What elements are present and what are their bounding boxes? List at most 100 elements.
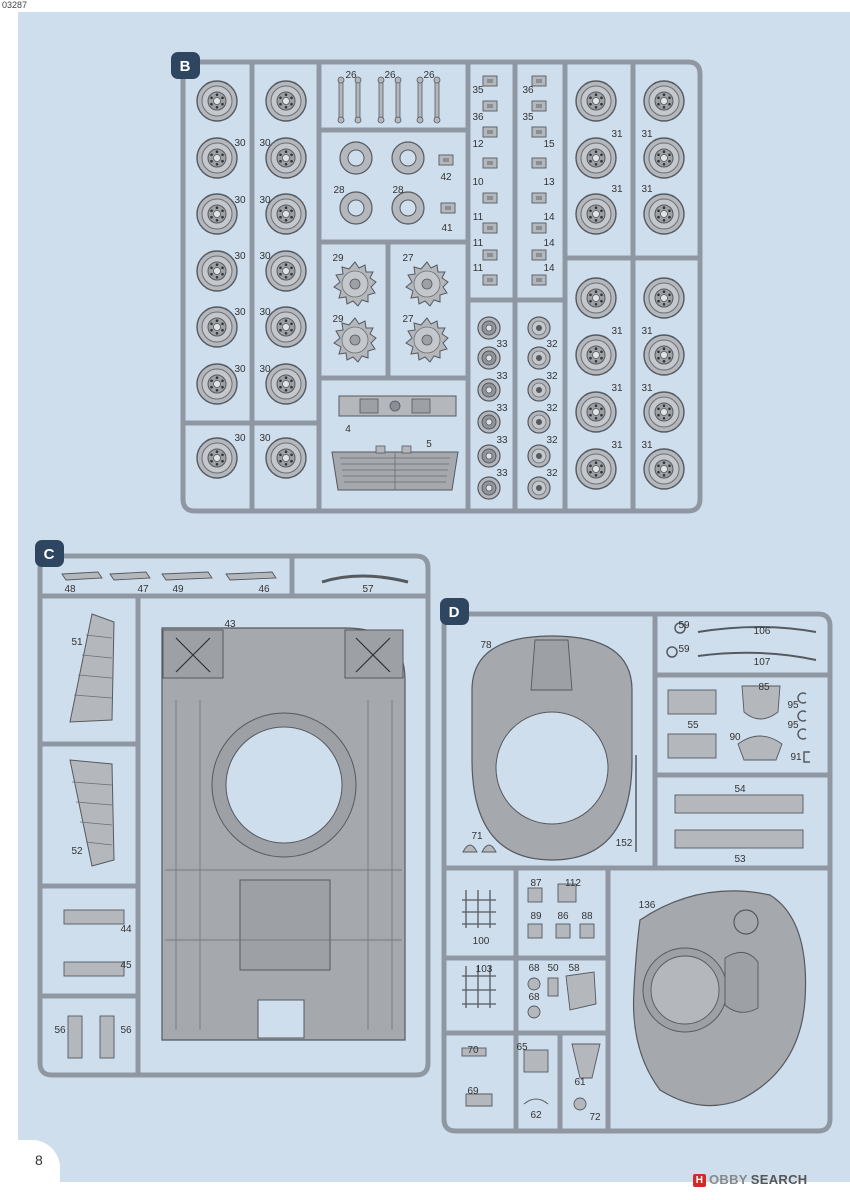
part-label: 41	[441, 223, 453, 234]
part-41	[440, 202, 456, 214]
part-label: 27	[402, 314, 414, 325]
wheel-30	[196, 363, 238, 405]
part-58	[565, 971, 597, 1011]
part-label: 33	[496, 403, 508, 414]
part-label: 33	[496, 435, 508, 446]
idler-32	[527, 444, 551, 468]
part-42	[438, 154, 454, 166]
part-label: 36	[522, 85, 534, 96]
part-label: 30	[259, 433, 271, 444]
part-46	[225, 571, 277, 581]
part-95	[797, 710, 807, 722]
part-label: 30	[234, 138, 246, 149]
part-label: 36	[472, 112, 484, 123]
part-label: 112	[565, 878, 581, 889]
part-71	[462, 844, 478, 853]
part-label: 42	[440, 172, 452, 183]
badge-b-label: B	[180, 58, 191, 75]
small-parts-left	[482, 75, 498, 286]
wheel-30	[265, 137, 307, 179]
ring-28	[391, 141, 425, 175]
part-72	[573, 1097, 587, 1111]
part-label: 106	[754, 626, 771, 637]
part-59	[674, 622, 686, 634]
hull-43	[161, 627, 406, 1041]
part-label: 87	[530, 878, 542, 889]
part-label: 13	[543, 177, 555, 188]
part-label: 44	[120, 924, 132, 935]
part-label: 33	[496, 339, 508, 350]
part-label: 61	[574, 1077, 586, 1088]
sprue-b: B	[171, 52, 703, 514]
part-label: 86	[557, 911, 569, 922]
part-4	[338, 395, 457, 417]
part-label: 58	[568, 963, 580, 974]
part-label: 45	[120, 960, 132, 971]
part-62	[523, 1098, 549, 1105]
part-label: 10	[472, 177, 484, 188]
part-label: 56	[54, 1025, 66, 1036]
sprue-c: C	[35, 540, 431, 1078]
wheel-31	[643, 80, 685, 122]
part-label: 55	[687, 720, 699, 731]
part-label: 30	[234, 364, 246, 375]
part-57	[321, 574, 409, 584]
wheel-31	[575, 334, 617, 376]
part-78	[471, 635, 633, 861]
part-label: 49	[172, 584, 184, 595]
roller-33	[477, 410, 501, 434]
part-label: 31	[611, 326, 623, 337]
part-label: 31	[611, 440, 623, 451]
roller-33	[477, 476, 501, 500]
part-45	[63, 961, 125, 977]
part-label: 33	[496, 371, 508, 382]
part-label: 50	[547, 963, 559, 974]
part-label: 48	[64, 584, 76, 595]
page-number-tab	[0, 1140, 60, 1200]
sprue-b-labels: 26 26 26 30 30 30 30 30 30 30 30 30 30 3…	[234, 70, 653, 479]
part-44	[63, 909, 125, 925]
part-71	[481, 844, 497, 853]
part-label: 52	[71, 846, 83, 857]
wheel-31	[643, 193, 685, 235]
part-label: 15	[543, 139, 555, 150]
part-label: 89	[530, 911, 542, 922]
sprue-c-labels: 48 47 49 46 57 43 51 52 44 45 56 56	[54, 584, 374, 1036]
part-label: 95	[787, 720, 799, 731]
idler-32	[527, 476, 551, 500]
part-label: 26	[423, 70, 435, 81]
part-label: 95	[787, 700, 799, 711]
part-label: 31	[611, 129, 623, 140]
part-label: 11	[473, 238, 484, 249]
part-label: 107	[754, 657, 771, 668]
wheel-31	[575, 391, 617, 433]
part-label: 88	[581, 911, 593, 922]
part-label: 32	[546, 403, 558, 414]
part-label: 14	[543, 263, 555, 274]
part-label: 29	[332, 253, 344, 264]
part-86	[555, 923, 571, 939]
wheel-30	[265, 250, 307, 292]
part-95	[797, 728, 807, 740]
part-label: 68	[528, 963, 540, 974]
part-label: 28	[392, 185, 404, 196]
part-label: 85	[758, 682, 770, 693]
strut-26	[354, 76, 362, 124]
roller-33	[477, 444, 501, 468]
idler-32	[527, 316, 551, 340]
wheel-31	[643, 391, 685, 433]
roller-33	[477, 346, 501, 370]
sprue-d: D	[440, 598, 833, 1134]
part-label: 29	[332, 314, 344, 325]
part-51	[69, 613, 115, 723]
wheel-31	[643, 137, 685, 179]
part-47	[109, 571, 151, 581]
idler-32	[527, 378, 551, 402]
watermark-logo: H	[693, 1174, 706, 1187]
wheel-30	[196, 137, 238, 179]
part-label: 5	[426, 439, 432, 450]
part-56	[99, 1015, 115, 1059]
part-label: 31	[611, 184, 623, 195]
part-label: 136	[639, 900, 656, 911]
